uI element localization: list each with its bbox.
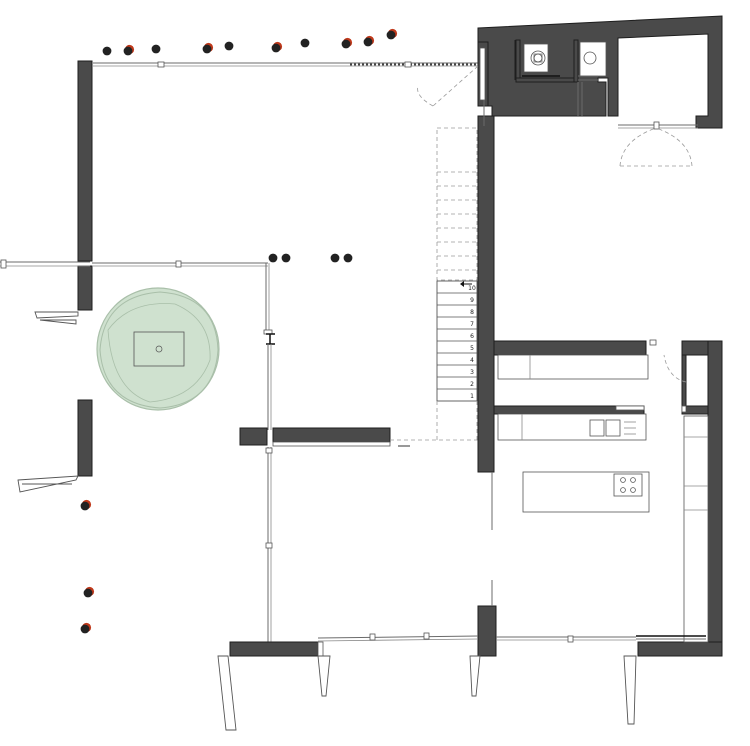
stair-step-number: 7 xyxy=(470,321,474,328)
stair-step-number: 2 xyxy=(470,381,474,388)
exterior-posts xyxy=(80,28,398,634)
stair-treads: 10 9 8 7 6 5 4 3 2 1 xyxy=(437,285,477,400)
east-door-swing xyxy=(618,121,698,167)
post xyxy=(341,39,351,49)
tree-canopy xyxy=(96,287,220,411)
post xyxy=(102,46,112,56)
service-block xyxy=(417,15,723,129)
post xyxy=(224,41,234,51)
post xyxy=(202,44,212,54)
south-wall xyxy=(229,632,636,657)
stair-step-number: 1 xyxy=(470,393,474,400)
stair-step-number: 5 xyxy=(470,345,474,352)
post xyxy=(363,37,373,47)
west-wall xyxy=(77,60,93,477)
post xyxy=(123,46,133,56)
stair-step-number: 8 xyxy=(470,309,474,316)
staircase: 10 9 8 7 6 5 4 3 2 1 xyxy=(436,127,478,440)
post xyxy=(300,38,310,48)
post xyxy=(330,253,340,263)
post xyxy=(151,44,161,54)
post xyxy=(83,588,93,598)
stair-step-number: 6 xyxy=(470,333,474,340)
central-partition xyxy=(239,427,478,447)
post xyxy=(343,253,353,263)
north-facade-glazing xyxy=(93,61,480,68)
stair-step-number: 10 xyxy=(468,285,476,292)
south-terrace-fins xyxy=(217,655,637,731)
post xyxy=(80,624,90,634)
west-terrace-rails xyxy=(0,259,90,493)
stair-step-number: 4 xyxy=(470,357,474,364)
post xyxy=(386,30,396,40)
interior-glazing xyxy=(92,260,275,644)
stair-step-number: 3 xyxy=(470,369,474,376)
spine-wall xyxy=(477,29,497,657)
kitchen-counters xyxy=(497,354,709,643)
post xyxy=(268,253,278,263)
kitchen-walls xyxy=(493,339,723,657)
stair-step-number: 9 xyxy=(470,297,474,304)
post xyxy=(271,43,281,53)
post xyxy=(80,501,90,511)
post xyxy=(281,253,291,263)
